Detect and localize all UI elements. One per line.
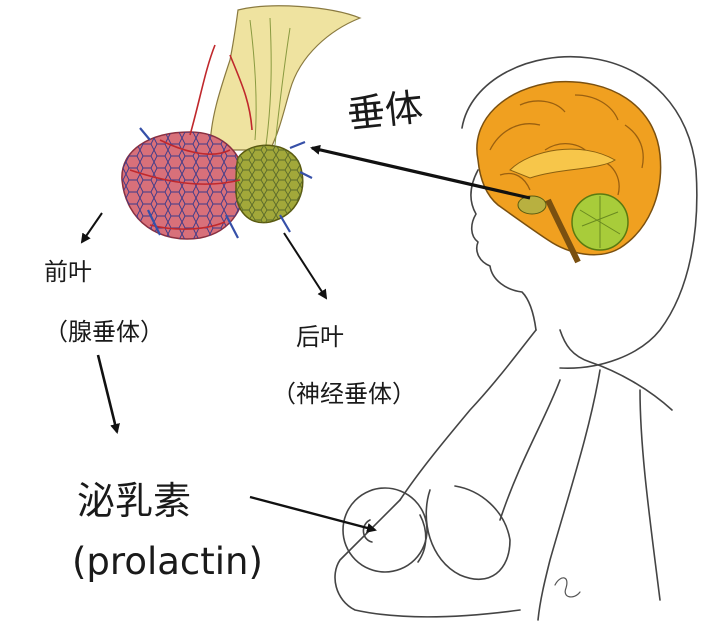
vessels-red: [129, 44, 253, 230]
pituitary-small: [517, 195, 547, 215]
arrows: [80, 144, 531, 533]
pituitary-stalk: [209, 5, 362, 151]
hair-outline: [461, 56, 698, 369]
gown-line-2: [639, 389, 661, 601]
shoulder-left: [399, 329, 537, 501]
label-hormone-en: (prolactin): [72, 540, 263, 583]
corpus-callosum: [509, 148, 616, 179]
breast: [425, 485, 511, 581]
face-profile: [470, 169, 537, 331]
brain-section: [476, 80, 662, 264]
arrow-anterior: [80, 212, 103, 244]
baby-head: [342, 487, 428, 573]
neck-line: [559, 329, 673, 411]
arrow-posterior: [283, 232, 328, 300]
label-hormone-cn: 泌乳素: [77, 479, 192, 523]
pituitary-gland: [121, 5, 362, 240]
woman-figure: [334, 56, 698, 621]
label-posterior-lobe-alt: （神经垂体）: [272, 380, 416, 408]
baby-face: [417, 514, 427, 563]
artist-signature: [554, 577, 581, 598]
brain-gyri: [489, 94, 644, 196]
arrow-to-prolactin: [96, 354, 120, 434]
stalk-fibers: [249, 17, 291, 146]
label-posterior-lobe: 后叶: [296, 323, 344, 351]
vessels-blue: [139, 127, 313, 239]
cerebellum-lines: [579, 196, 621, 248]
arm: [334, 499, 521, 618]
label-hypophysis: 垂体: [344, 85, 426, 137]
gown-line-1: [537, 369, 601, 621]
brainstem: [545, 198, 581, 264]
gown-line-3: [499, 379, 561, 521]
label-anterior-lobe-alt: （腺垂体）: [44, 318, 164, 346]
arrow-to-pituitary: [310, 144, 531, 200]
arrow-to-baby: [249, 495, 377, 533]
baby-ear: [362, 519, 373, 543]
label-anterior-lobe: 前叶: [44, 258, 92, 286]
